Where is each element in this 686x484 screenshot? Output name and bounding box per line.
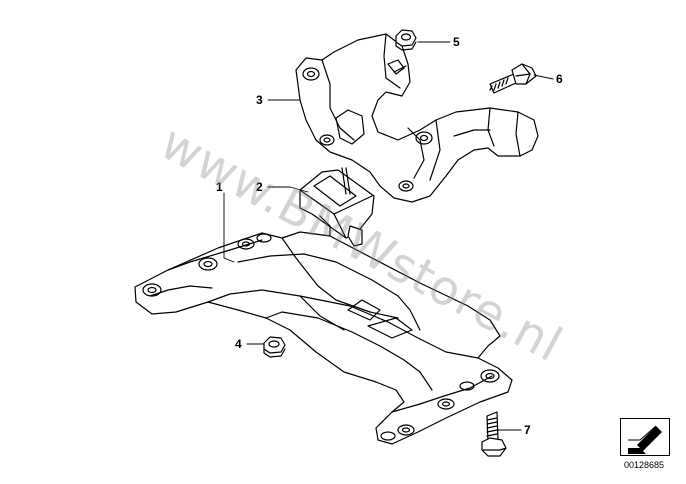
transmission-bracket-part-3 <box>295 33 539 203</box>
catalog-number: 00128685 <box>624 460 665 470</box>
callout-5: 5 <box>453 35 460 49</box>
callout-3: 3 <box>256 93 263 107</box>
crossmember-part-1 <box>134 231 513 445</box>
callout-4: 4 <box>235 337 242 351</box>
leader-lines <box>223 41 554 431</box>
rubber-mount-part-2 <box>299 167 375 247</box>
nut-part-4 <box>263 336 286 358</box>
bolt-part-7 <box>481 411 507 457</box>
callout-7: 7 <box>524 423 531 437</box>
callout-1: 1 <box>216 180 223 194</box>
nut-part-5 <box>395 29 417 51</box>
callout-6: 6 <box>556 72 563 86</box>
callout-2: 2 <box>256 180 263 194</box>
bolt-part-6 <box>489 63 537 94</box>
arrow-box-icon <box>620 418 670 456</box>
